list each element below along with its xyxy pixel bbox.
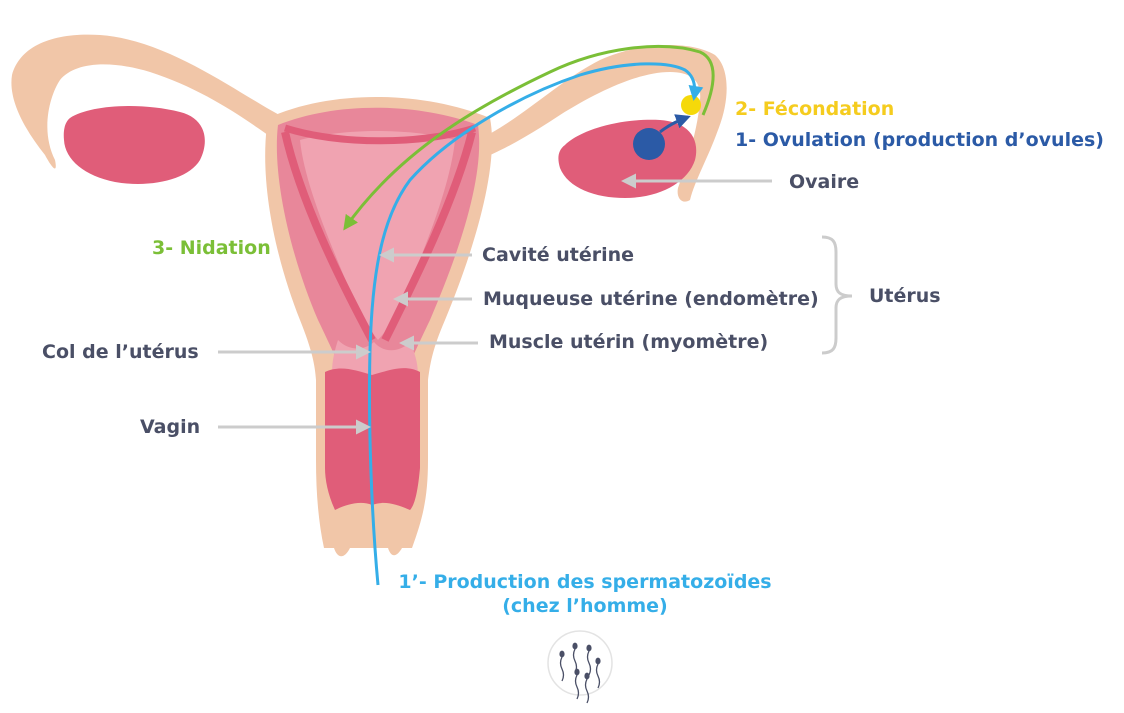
muscle-band-top: [283, 124, 477, 145]
label-production-spermatozoides: 1’- Production des spermatozoïdes (chez …: [390, 570, 780, 618]
muscle-band-right: [381, 131, 476, 342]
uterine-cavity: [300, 131, 455, 340]
right-ovary: [558, 119, 697, 198]
label-fecondation: 2- Fécondation: [735, 98, 895, 120]
nidation-path: [343, 44, 715, 231]
ovulation-arrow: [659, 114, 691, 134]
label-muqueuse-uterine: Muqueuse utérine (endomètre): [483, 288, 819, 310]
left-fallopian-tube: [11, 34, 285, 169]
vagina: [325, 368, 420, 510]
label-muscle-uterin: Muscle utérin (myomètre): [489, 331, 769, 353]
egg-cell: [633, 128, 665, 160]
label-cavite-uterine: Cavité utérine: [482, 244, 635, 266]
label-vagin: Vagin: [140, 416, 201, 438]
spermatozoa-icon: [547, 630, 613, 704]
label-ovaire: Ovaire: [789, 171, 860, 193]
label-nidation: 3- Nidation: [152, 237, 271, 259]
zygote: [681, 95, 701, 115]
label-col-uterus: Col de l’utérus: [42, 341, 199, 363]
right-fallopian-tube: [478, 44, 727, 202]
uterus-brace: [821, 235, 853, 355]
muscle-band-left: [281, 131, 376, 342]
label-production-line1: 1’- Production des spermatozoïdes: [398, 571, 772, 593]
label-production-line2: (chez l’homme): [502, 595, 668, 617]
label-uterus: Utérus: [869, 285, 941, 307]
left-ovary: [63, 106, 205, 184]
label-ovulation: 1- Ovulation (production d’ovules): [735, 129, 1104, 151]
